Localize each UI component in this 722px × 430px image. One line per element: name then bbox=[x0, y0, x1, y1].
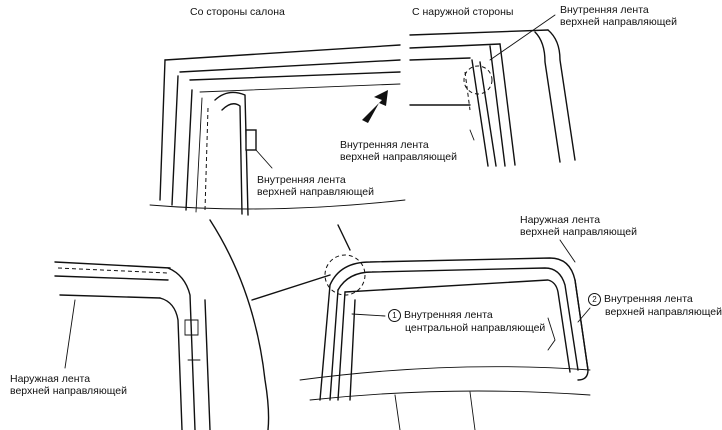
label-line: Внутренняя лента bbox=[604, 293, 693, 305]
callout-number: 1 bbox=[388, 309, 401, 322]
label-line: Наружная лента bbox=[10, 373, 91, 385]
label-line: верхней направляющей bbox=[560, 16, 677, 28]
label-exterior-inner-upper-mid: Внутренняя лента верхней направляющей bbox=[340, 139, 457, 163]
interior-view-drawing bbox=[149, 44, 406, 216]
main-door-drawing bbox=[299, 239, 591, 430]
label-line: Внутренняя лента bbox=[560, 4, 649, 16]
label-line: верхней направляющей bbox=[340, 151, 457, 163]
interior-view-title: Со стороны салона bbox=[190, 6, 285, 18]
label-line: Внутренняя лента bbox=[257, 174, 346, 186]
exterior-view-title: С наружной стороны bbox=[412, 6, 514, 18]
label-line: верхней направляющей bbox=[257, 186, 374, 198]
label-line: Наружная лента bbox=[520, 214, 601, 226]
label-exterior-inner-upper-top: Внутренняя лента верхней направляющей bbox=[560, 4, 677, 28]
label-line: верхней направляющей bbox=[605, 306, 722, 318]
callout-number: 2 bbox=[588, 293, 601, 306]
detail-magnifier bbox=[54, 219, 270, 430]
exterior-view-drawing bbox=[409, 14, 576, 167]
arrow-icon bbox=[362, 90, 388, 123]
label-interior-inner-upper: Внутренняя лента верхней направляющей bbox=[257, 174, 374, 198]
label-line: верхней направляющей bbox=[10, 385, 127, 397]
label-line: Внутренняя лента bbox=[404, 309, 493, 321]
label-outer-upper-main: Наружная лента верхней направляющей bbox=[520, 214, 637, 238]
label-line: центральной направляющей bbox=[405, 322, 546, 334]
label-line: Внутренняя лента bbox=[340, 139, 429, 151]
label-line: верхней направляющей bbox=[520, 226, 637, 238]
label-detail-outer-upper: Наружная лента верхней направляющей bbox=[10, 373, 127, 397]
